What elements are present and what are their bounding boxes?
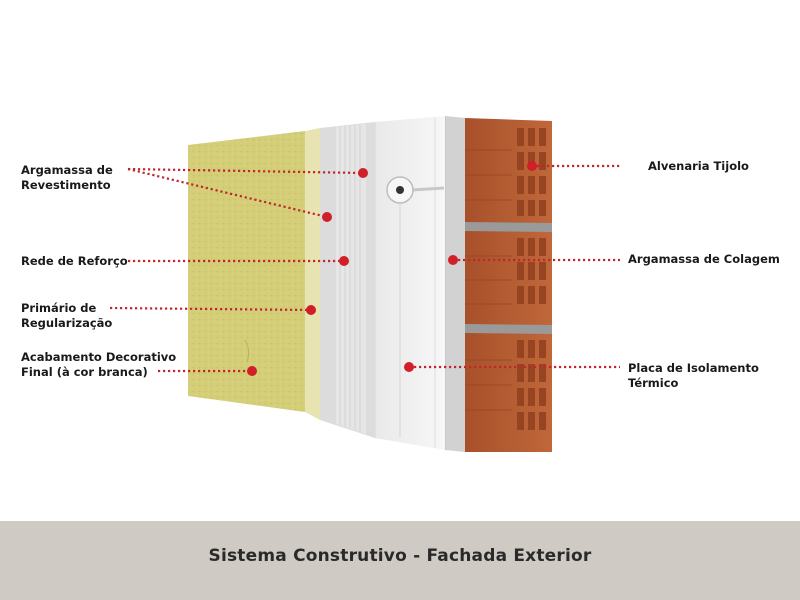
reinforcement-mesh-layer (336, 124, 366, 434)
dot-acabamento (247, 366, 257, 376)
brick-masonry-layer (465, 118, 552, 452)
footer-title: Sistema Construtivo - Fachada Exterior (208, 546, 592, 566)
dot-argamassa-colagem (448, 255, 458, 265)
dot-placa-isolamento (404, 362, 414, 372)
callout-dots (247, 161, 537, 376)
primer-layer (305, 128, 320, 420)
dot-rede-reforco (339, 256, 349, 266)
dot-argamassa-revestimento-1 (358, 168, 368, 178)
dot-primario (306, 305, 316, 315)
label-alvenaria: Alvenaria Tijolo (648, 159, 749, 173)
dot-argamassa-revestimento-2 (322, 212, 332, 222)
anchor-fixing (386, 176, 445, 438)
label-placa-isolamento: Placa de Isolamento Térmico (628, 361, 759, 390)
label-argamassa-revestimento: Argamassa de Revestimento (21, 163, 113, 192)
leader-lines (109, 164, 620, 373)
footer-band (0, 521, 800, 600)
insulation-board-layer (374, 116, 445, 450)
decorative-finish-layer (188, 131, 305, 412)
label-argamassa-colagem: Argamassa de Colagem (628, 252, 780, 266)
label-rede-reforco: Rede de Reforço (21, 254, 128, 268)
label-primario: Primário de Regularização (21, 301, 113, 330)
bonding-mortar-layer (444, 116, 465, 452)
label-acabamento: Acabamento Decorativo Final (à cor branc… (21, 350, 177, 379)
dot-alvenaria (527, 161, 537, 171)
